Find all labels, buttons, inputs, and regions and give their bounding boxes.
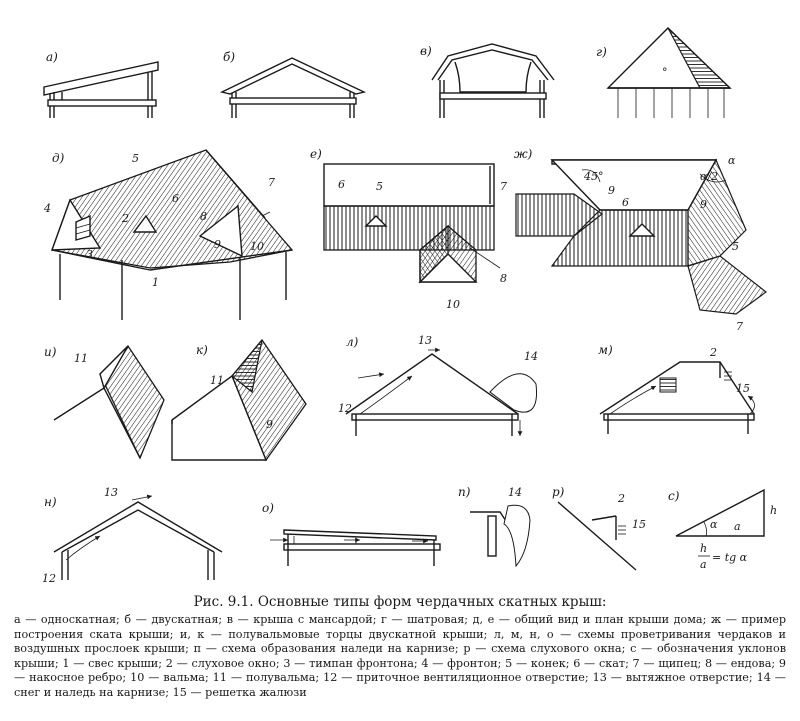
svg-text:3: 3 (86, 248, 93, 261)
svg-text:10: 10 (250, 240, 264, 253)
panel-label-i: и) (44, 345, 57, 359)
svg-text:9: 9 (608, 184, 615, 197)
panel-label-g: г) (596, 45, 607, 59)
svg-text:5: 5 (376, 180, 383, 193)
svg-text:5: 5 (132, 152, 139, 165)
svg-text:13: 13 (418, 334, 432, 347)
panel-label-p: п) (458, 485, 471, 499)
svg-text:h: h (770, 504, 777, 517)
panel-s-slope-notation: с) α a h h a = tg α (668, 488, 777, 571)
panel-l-attic-ventilation: л) 13 14 12 (338, 334, 538, 436)
svg-text:α/2: α/2 (700, 170, 718, 183)
svg-text:a: a (700, 558, 707, 571)
panel-label-l: л) (346, 335, 359, 349)
svg-text:h: h (700, 542, 707, 555)
svg-text:9: 9 (700, 198, 707, 211)
panel-label-k: к) (196, 343, 208, 357)
panel-v-mansard: в) (420, 43, 555, 118)
panel-i-half-hip: и) 11 (44, 344, 165, 460)
svg-text:13: 13 (104, 486, 118, 499)
svg-text:7: 7 (736, 320, 743, 333)
panel-label-a: а) (46, 50, 58, 64)
panel-k-half-hip-window: к) 11 9 (171, 338, 307, 462)
panel-e-roof-plan: е) 6 5 7 8 10 (310, 147, 507, 311)
svg-text:2: 2 (121, 212, 129, 225)
svg-text:6: 6 (172, 192, 179, 205)
panel-label-r: р) (552, 485, 565, 499)
svg-text:2: 2 (709, 346, 717, 359)
svg-text:6: 6 (338, 178, 345, 191)
svg-text:9: 9 (266, 418, 273, 431)
svg-text:7: 7 (500, 180, 507, 193)
svg-text:α: α (710, 518, 718, 531)
panel-g-hipped: г) ° (596, 27, 732, 118)
svg-text:45°: 45° (583, 170, 604, 183)
panel-d-house-view: д) 5 7 6 4 2 3 8 9 10 1 (43, 149, 294, 320)
figure-caption: Рис. 9.1. Основные типы форм чердачных с… (193, 594, 607, 610)
figure-legend: а — односкатная; б — двускатная; в — кры… (14, 613, 786, 699)
svg-text:2: 2 (617, 492, 625, 505)
svg-text:α: α (728, 154, 736, 167)
panel-label-d: д) (52, 151, 65, 165)
panel-n-roof-air-layer: н) 13 12 (42, 486, 223, 585)
panel-label-v: в) (420, 44, 432, 58)
panel-label-zh: ж) (514, 147, 533, 161)
svg-text:5: 5 (732, 240, 739, 253)
svg-text:14: 14 (524, 350, 538, 363)
svg-text:7: 7 (268, 176, 275, 189)
svg-text:12: 12 (42, 572, 56, 585)
panel-zh-roof-construction: ж) 45° α/2 α 9 6 9 5 7 (514, 147, 767, 333)
svg-text:a: a (734, 520, 741, 533)
panel-label-b: б) (223, 50, 235, 64)
panel-label-s: с) (668, 489, 680, 503)
panel-b-gable: б) (219, 50, 367, 118)
panel-label-n: н) (44, 495, 57, 509)
svg-text:6: 6 (622, 196, 629, 209)
panel-label-m: м) (598, 343, 613, 357)
roof-types-figure: а) б) в) г) (42, 27, 777, 585)
svg-text:8: 8 (500, 272, 507, 285)
svg-text:15: 15 (632, 518, 646, 531)
svg-text:11: 11 (74, 352, 88, 365)
svg-text:8: 8 (200, 210, 207, 223)
panel-a-single-pitch: а) (43, 50, 159, 118)
svg-text:= tg α: = tg α (712, 551, 748, 564)
svg-text:9: 9 (214, 238, 221, 251)
svg-text:12: 12 (338, 402, 352, 415)
svg-text:1: 1 (152, 276, 159, 289)
panel-label-o: о) (262, 501, 274, 515)
svg-text:°: ° (662, 66, 668, 79)
svg-text:4: 4 (43, 202, 51, 215)
svg-text:15: 15 (736, 382, 750, 395)
panel-label-e: е) (310, 147, 322, 161)
svg-text:11: 11 (210, 374, 224, 387)
panel-p-eave-ice: п) 14 (458, 485, 531, 568)
panel-m-dormer-ventilation: м) 2 15 (598, 343, 755, 434)
svg-text:14: 14 (508, 486, 522, 499)
panel-r-dormer: р) 2 15 (552, 485, 646, 571)
svg-text:10: 10 (446, 298, 460, 311)
panel-o-flat-air-layer: о) (262, 501, 441, 566)
